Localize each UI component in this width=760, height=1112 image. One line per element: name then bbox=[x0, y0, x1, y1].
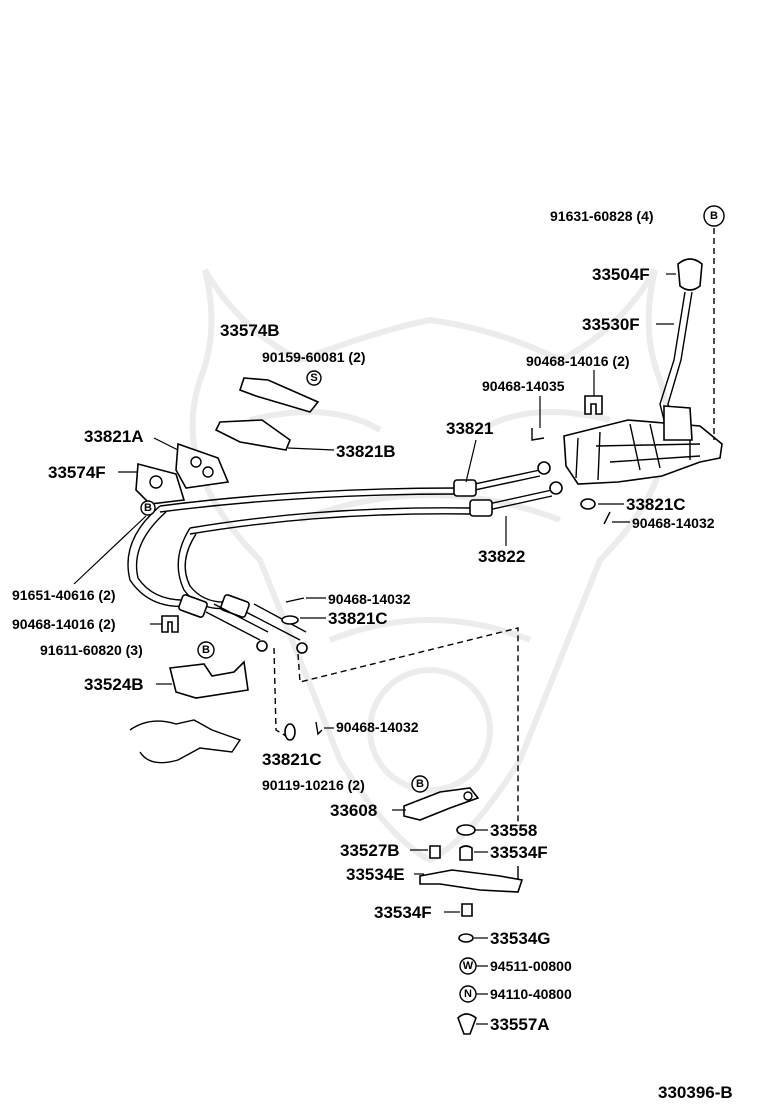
label-90159-60081: 90159-60081 (2) bbox=[262, 349, 366, 365]
label-33822: 33822 bbox=[478, 547, 525, 566]
label-33534E: 33534E bbox=[346, 865, 405, 884]
part-labels: 91631-60828 (4) 33504F 33530F 33574B 901… bbox=[12, 208, 733, 1102]
label-94110-40800: 94110-40800 bbox=[490, 986, 572, 1002]
marker-n: N bbox=[459, 985, 477, 1003]
label-90468-14032-mid: 90468-14032 bbox=[328, 591, 411, 607]
label-94511-00800: 94511-00800 bbox=[490, 958, 572, 974]
cable-brackets bbox=[135, 377, 320, 699]
label-90468-14032-low: 90468-14032 bbox=[336, 719, 419, 735]
label-33574B: 33574B bbox=[220, 321, 280, 340]
svg-text:N: N bbox=[464, 988, 472, 1000]
label-33574F: 33574F bbox=[48, 463, 106, 482]
label-33534G: 33534G bbox=[490, 929, 551, 948]
label-33821B: 33821B bbox=[336, 442, 396, 461]
svg-text:S: S bbox=[310, 372, 317, 384]
marker-b-90119: B bbox=[411, 775, 429, 793]
label-33534F-top: 33534F bbox=[490, 843, 548, 862]
label-33608: 33608 bbox=[330, 801, 377, 820]
label-33527B: 33527B bbox=[340, 841, 400, 860]
label-33504F: 33504F bbox=[592, 265, 650, 284]
svg-text:B: B bbox=[416, 778, 424, 790]
svg-text:B: B bbox=[202, 644, 210, 656]
marker-b-91611: B bbox=[197, 641, 215, 659]
label-91611-60820: 91611-60820 (3) bbox=[40, 642, 143, 658]
svg-text:B: B bbox=[710, 210, 718, 222]
label-91651-40616: 91651-40616 (2) bbox=[12, 587, 116, 603]
marker-b-top: B bbox=[703, 205, 725, 227]
cables bbox=[127, 461, 563, 826]
svg-text:W: W bbox=[463, 960, 474, 972]
label-90468-14032-right: 90468-14032 bbox=[632, 515, 715, 531]
label-33558: 33558 bbox=[490, 821, 537, 840]
label-91631-60828: 91631-60828 (4) bbox=[550, 208, 654, 224]
label-33821C-low: 33821C bbox=[262, 750, 322, 769]
label-33821: 33821 bbox=[446, 419, 493, 438]
label-90468-14016-left: 90468-14016 (2) bbox=[12, 616, 116, 632]
leader-lines bbox=[73, 273, 676, 1025]
watermark-emblem bbox=[189, 268, 671, 864]
shift-lever-assembly bbox=[563, 228, 723, 485]
label-33557A: 33557A bbox=[490, 1015, 550, 1034]
label-33534F-low: 33534F bbox=[374, 903, 432, 922]
label-33524B: 33524B bbox=[84, 675, 144, 694]
label-90468-14016-top: 90468-14016 (2) bbox=[526, 353, 630, 369]
transmission-stub bbox=[129, 719, 242, 764]
svg-text:B: B bbox=[144, 502, 152, 514]
label-33821C-right: 33821C bbox=[626, 495, 686, 514]
lower-linkage bbox=[403, 787, 524, 1035]
label-90119-10216: 90119-10216 (2) bbox=[262, 777, 365, 793]
marker-s: S bbox=[306, 370, 322, 386]
marker-b-91651: B bbox=[140, 500, 156, 516]
label-33821C-mid: 33821C bbox=[328, 609, 388, 628]
label-90468-14035: 90468-14035 bbox=[482, 378, 565, 394]
diagram-id: 330396-B bbox=[658, 1083, 733, 1102]
label-33821A: 33821A bbox=[84, 427, 144, 446]
marker-w: W bbox=[459, 957, 477, 975]
label-33530F: 33530F bbox=[582, 315, 640, 334]
